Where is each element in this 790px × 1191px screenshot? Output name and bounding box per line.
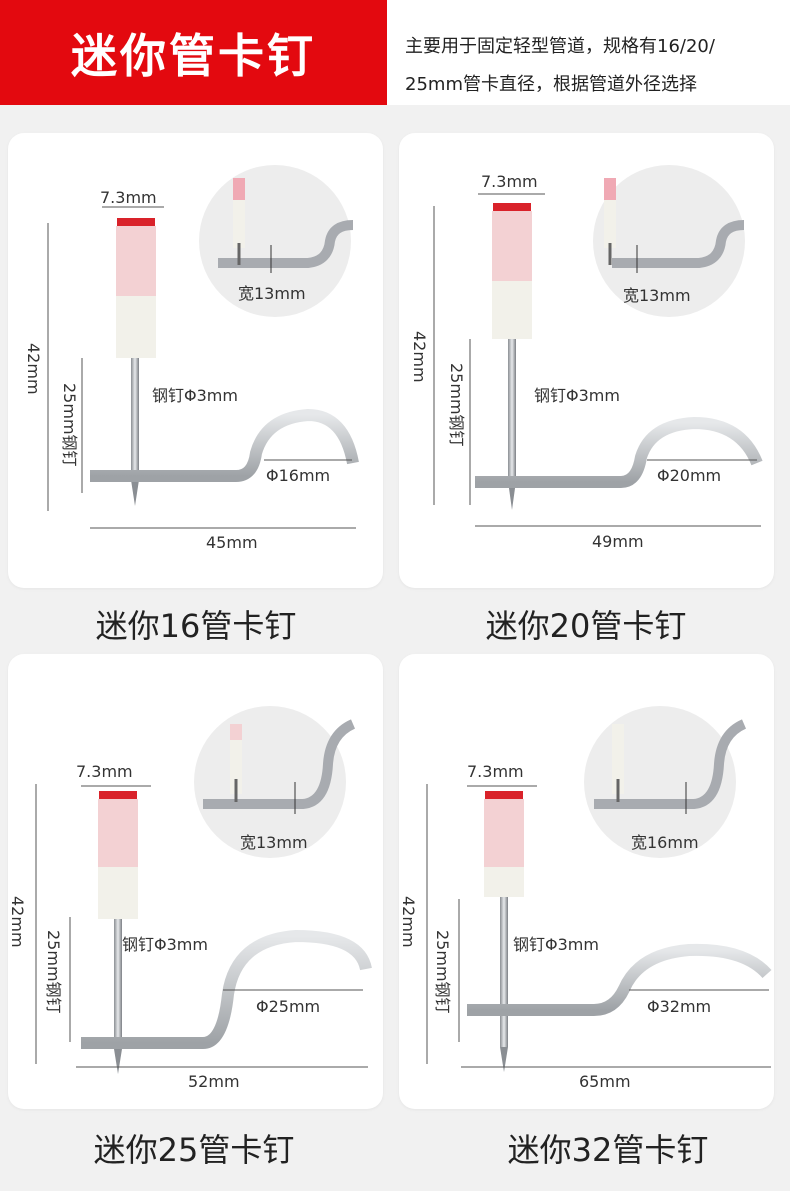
product-card-32: 7.3mm 宽16mm 钢钉Φ3mm Φ32mm 65mm 42mm 25mm钢…	[399, 654, 774, 1109]
length-label: 49mm	[592, 532, 644, 551]
height-label: 42mm	[410, 331, 429, 383]
strap-width-label: 宽13mm	[240, 833, 308, 852]
header: 迷你管卡钉 主要用于固定轻型管道，规格有16/20/ 25mm管卡直径，根据管道…	[0, 0, 790, 105]
description-line-1: 主要用于固定轻型管道，规格有16/20/	[405, 36, 715, 57]
title-banner: 迷你管卡钉	[0, 0, 387, 105]
height-label: 42mm	[24, 343, 43, 395]
product-card-20: 7.3mm 宽13mm 钢钉Φ3mm Φ20mm 49mm 42mm 25mm钢…	[399, 133, 774, 588]
length-label: 52mm	[188, 1072, 240, 1091]
cap-width-label: 7.3mm	[100, 188, 157, 207]
product-caption-25: 迷你25管卡钉	[93, 1131, 295, 1169]
clamp-diameter-label: Φ32mm	[647, 997, 711, 1016]
nail-diameter-label: 钢钉Φ3mm	[513, 935, 599, 954]
product-diagram: 7.3mm 宽13mm 钢钉Φ3mm Φ16mm 45mm 42mm 25mm钢…	[24, 165, 359, 552]
nail-diameter-label: 钢钉Φ3mm	[122, 935, 208, 954]
product-caption-20: 迷你20管卡钉	[485, 607, 687, 645]
strap-width-label: 宽16mm	[631, 833, 699, 852]
page-title: 迷你管卡钉	[71, 28, 316, 83]
product-caption-16: 迷你16管卡钉	[95, 607, 297, 645]
cap-width-label: 7.3mm	[481, 172, 538, 191]
product-card-16: 7.3mm 宽13mm 钢钉Φ3mm Φ16mm 45mm 42mm 25mm钢…	[8, 133, 383, 588]
nail-length-label: 25mm钢钉	[60, 383, 79, 467]
strap-width-label: 宽13mm	[238, 284, 306, 303]
length-label: 45mm	[206, 533, 258, 552]
product-diagram: 7.3mm 宽13mm 钢钉Φ3mm Φ25mm 52mm 42mm 25mm钢…	[8, 706, 372, 1091]
product-diagram: 7.3mm 宽16mm 钢钉Φ3mm Φ32mm 65mm 42mm 25mm钢…	[399, 706, 772, 1091]
height-label: 42mm	[8, 896, 27, 948]
height-label: 42mm	[399, 896, 418, 948]
nail-length-label: 25mm钢钉	[447, 363, 466, 447]
clamp-diameter-label: Φ25mm	[256, 997, 320, 1016]
nail-diameter-label: 钢钉Φ3mm	[534, 386, 620, 405]
product-card-25: 7.3mm 宽13mm 钢钉Φ3mm Φ25mm 52mm 42mm 25mm钢…	[8, 654, 383, 1109]
clamp-diameter-label: Φ20mm	[657, 466, 721, 485]
nail-length-label: 25mm钢钉	[433, 930, 452, 1014]
cap-width-label: 7.3mm	[76, 762, 133, 781]
nail-diameter-label: 钢钉Φ3mm	[152, 386, 238, 405]
description-line-2: 25mm管卡直径，根据管道外径选择	[405, 74, 697, 95]
product-diagram: 7.3mm 宽13mm 钢钉Φ3mm Φ20mm 49mm 42mm 25mm钢…	[410, 165, 763, 551]
detail-circle	[593, 165, 745, 317]
cap-width-label: 7.3mm	[467, 762, 524, 781]
clamp-diameter-label: Φ16mm	[266, 466, 330, 485]
nail-length-label: 25mm钢钉	[44, 930, 63, 1014]
strap-width-label: 宽13mm	[623, 286, 691, 305]
product-caption-32: 迷你32管卡钉	[507, 1131, 709, 1169]
description: 主要用于固定轻型管道，规格有16/20/ 25mm管卡直径，根据管道外径选择	[405, 28, 780, 104]
length-label: 65mm	[579, 1072, 631, 1091]
